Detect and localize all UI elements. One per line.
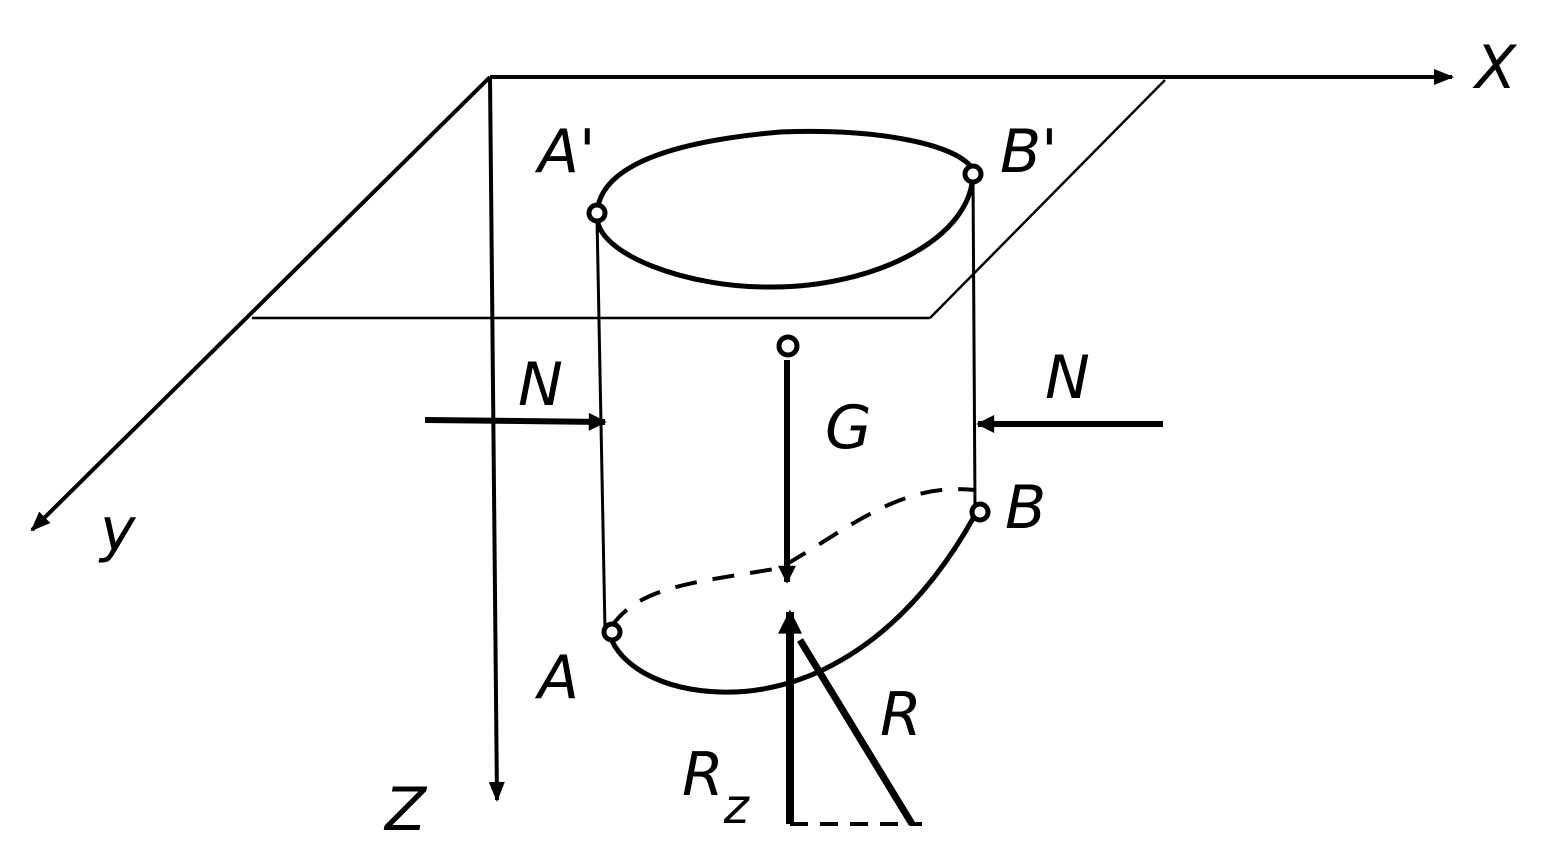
cylinder-top-ellipse	[594, 128, 976, 290]
labels: X y Z A' B' A B N N G R Rz	[98, 33, 1518, 845]
center-of-gravity-marker	[776, 334, 800, 358]
force-rz-subscript: z	[723, 779, 751, 835]
contact-points	[586, 163, 991, 643]
z-axis	[488, 76, 505, 802]
force-r-line	[797, 638, 915, 826]
forces	[424, 360, 1163, 826]
axis-z-label: Z	[383, 775, 428, 845]
horizontal-plane	[252, 79, 1166, 320]
axis-y-label: y	[98, 495, 137, 565]
axis-x-label: X	[1472, 33, 1518, 103]
cylinder-bottom-front-arc	[607, 513, 978, 695]
cylinder-bottom-back-arc	[610, 487, 976, 628]
force-rz-main: R	[682, 740, 724, 810]
point-a-label: A	[534, 643, 579, 713]
force-r-label: R	[880, 680, 922, 750]
force-rz-label: Rz	[682, 740, 751, 835]
point-b-prime-marker	[962, 163, 984, 185]
point-b-marker	[969, 501, 991, 523]
point-a-marker	[601, 621, 623, 643]
point-b-label: B	[1005, 473, 1046, 543]
y-axis	[30, 75, 492, 532]
force-n-left-arrow	[424, 412, 607, 431]
point-a-prime-label: A'	[534, 117, 596, 187]
plane-right-edge	[929, 79, 1166, 319]
coordinate-axes	[30, 69, 1454, 802]
cylinder-right-generatrix	[971, 174, 977, 509]
force-g-label: G	[825, 393, 872, 463]
point-a-prime-marker	[586, 202, 608, 224]
force-n-right-label: N	[1045, 343, 1090, 413]
force-n-left-label: N	[518, 350, 563, 420]
point-b-prime-label: B'	[1000, 117, 1058, 187]
